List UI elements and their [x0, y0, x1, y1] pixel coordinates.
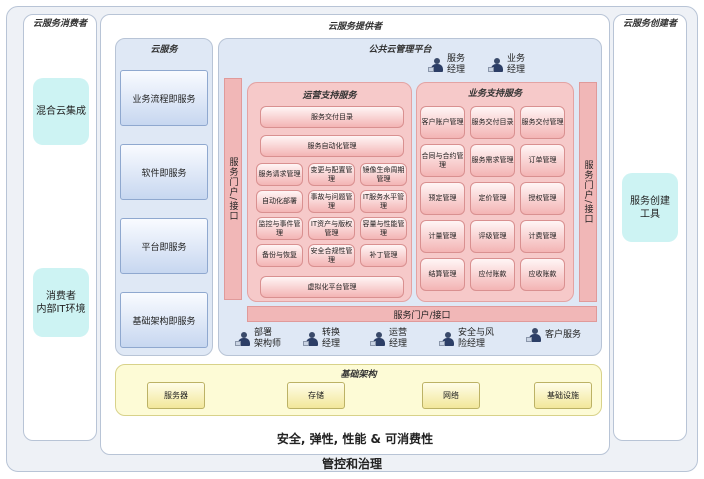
bss-item: 评级管理 — [470, 220, 515, 253]
platform-title: 公共云管理平台 — [368, 45, 432, 55]
service-creation-tools-box: 服务创建 工具 — [622, 173, 678, 242]
bss-item: 订单管理 — [520, 144, 565, 177]
oss-virtualization-mgmt: 虚拟化平台管理 — [260, 276, 404, 298]
infra-storage: 存储 — [287, 382, 345, 409]
bottom-service-portal: 服务门户/接口 — [247, 306, 597, 322]
bpaas-box: 业务流程即服务 — [120, 70, 208, 126]
bottom-role: 安全与风 险经理 — [439, 328, 495, 350]
bss-item: 计量管理 — [420, 220, 465, 253]
role-label: 服务 经理 — [447, 54, 466, 75]
bss-item: 客户账户管理 — [420, 106, 465, 139]
iaas-box: 基础架构即服务 — [120, 292, 208, 348]
person-icon — [428, 58, 444, 72]
bss-title: 业务支持服务 — [467, 89, 522, 99]
bss-item: 计费管理 — [520, 220, 565, 253]
person-icon — [370, 332, 386, 346]
bss-item: 预定管理 — [420, 182, 465, 215]
saas-box: 软件即服务 — [120, 144, 208, 200]
bss-item: 服务交付目录 — [470, 106, 515, 139]
person-icon — [235, 332, 251, 346]
infra-facilities: 基础设施 — [534, 382, 592, 409]
bss-item: 合同与合约管理 — [420, 144, 465, 177]
cloud-services-title: 云服务 — [150, 45, 178, 55]
role-label: 业务 经理 — [507, 54, 526, 75]
oss-item: 变更与配置管理 — [308, 163, 355, 186]
bottom-role: 转换 经理 — [303, 328, 341, 350]
oss-item: 容量与性能管理 — [360, 217, 407, 240]
left-service-portal: 服务门户/接口 — [224, 78, 242, 300]
person-icon — [526, 328, 542, 342]
provider-title: 云服务提供者 — [327, 22, 382, 32]
oss-item: 备份与恢复 — [256, 244, 303, 267]
infrastructure-title: 基础架构 — [340, 370, 377, 380]
bottom-role: 部署 架构师 — [235, 328, 282, 350]
hybrid-cloud-box: 混合云集成 — [33, 78, 89, 145]
consumer-title: 云服务消费者 — [32, 19, 87, 29]
oss-service-catalog: 服务交付目录 — [260, 106, 404, 128]
oss-item: 自动化部署 — [256, 190, 303, 213]
oss-service-automation: 服务自动化管理 — [260, 135, 404, 157]
role-label: 运营 经理 — [389, 328, 408, 349]
role-business-manager: 业务 经理 — [488, 54, 526, 76]
bss-item: 应付账款 — [470, 258, 515, 291]
bss-item: 服务交付管理 — [520, 106, 565, 139]
infra-server: 服务器 — [147, 382, 205, 409]
oss-item: 事故与问题管理 — [308, 190, 355, 213]
role-service-manager: 服务 经理 — [428, 54, 466, 76]
person-icon — [303, 332, 319, 346]
role-label: 部署 架构师 — [254, 328, 282, 349]
consumer-it-box: 消费者 内部IT环境 — [33, 268, 89, 337]
person-icon — [439, 332, 455, 346]
bottom-role: 运营 经理 — [370, 328, 408, 350]
governance-label: 管控和治理 — [321, 457, 382, 471]
role-label: 转换 经理 — [322, 328, 341, 349]
infra-network: 网络 — [422, 382, 480, 409]
provider-footer: 安全, 弹性, 性能 & 可消费性 — [276, 432, 434, 446]
creator-title: 云服务创建者 — [622, 19, 677, 29]
oss-item: 镜像生命周期管理 — [360, 163, 407, 186]
bss-item: 授权管理 — [520, 182, 565, 215]
bottom-role: 客户服务 — [526, 328, 582, 342]
person-icon — [488, 58, 504, 72]
oss-item: 安全合规性管理 — [308, 244, 355, 267]
oss-title: 运营支持服务 — [302, 91, 357, 101]
bss-item: 定价管理 — [470, 182, 515, 215]
role-label: 客户服务 — [545, 329, 582, 340]
oss-item: 服务请求管理 — [256, 163, 303, 186]
bss-item: 应收账款 — [520, 258, 565, 291]
oss-item: 补丁管理 — [360, 244, 407, 267]
bss-item: 结算管理 — [420, 258, 465, 291]
bss-item: 服务需求管理 — [470, 144, 515, 177]
role-label: 安全与风 险经理 — [458, 328, 495, 349]
oss-item: IT资产与版权管理 — [308, 217, 355, 240]
paas-box: 平台即服务 — [120, 218, 208, 274]
right-service-portal: 服务门户/接口 — [579, 82, 597, 302]
oss-item: 监控与事件管理 — [256, 217, 303, 240]
oss-item: IT服务水平管理 — [360, 190, 407, 213]
